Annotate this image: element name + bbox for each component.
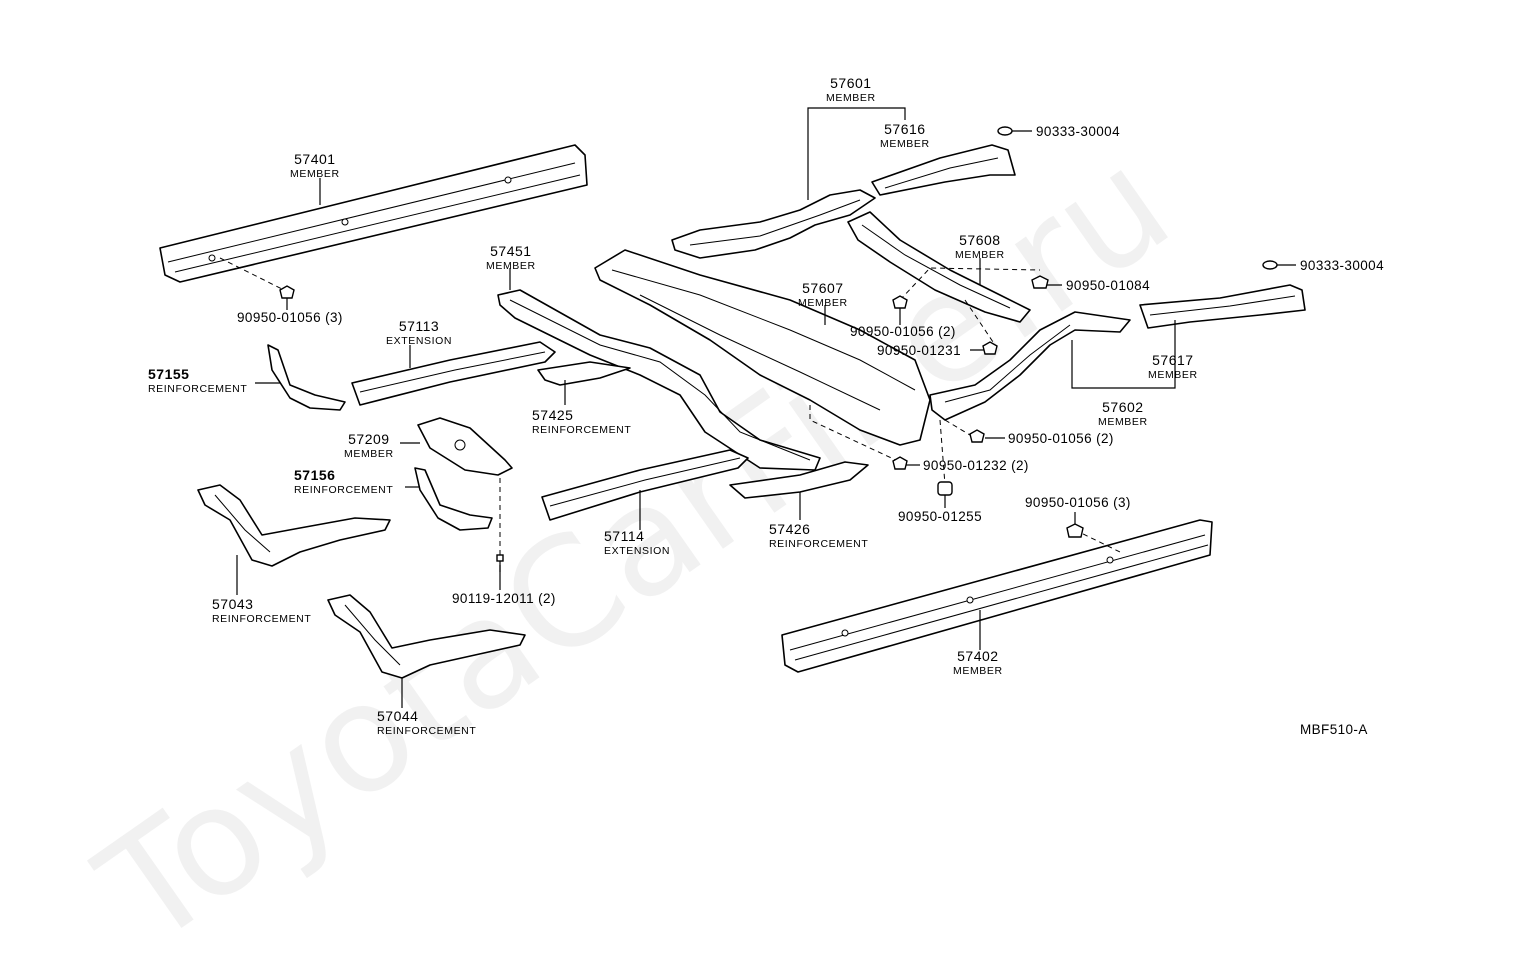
part-57114-drawing	[541, 449, 749, 521]
label-fastener-90119-12011: 90119-12011 (2)	[452, 591, 556, 606]
label-fastener-90950-01056-3-bottom: 90950-01056 (3)	[1025, 495, 1131, 510]
plug-icon	[982, 341, 998, 355]
part-57607-drawing	[594, 249, 931, 446]
plug-icon	[1031, 275, 1049, 289]
part-57426-drawing	[729, 461, 869, 499]
clip-icon	[1262, 260, 1278, 270]
part-57601-drawing	[671, 189, 876, 259]
label-fastener-90950-01231: 90950-01231	[877, 343, 961, 358]
label-fastener-90950-01255: 90950-01255	[898, 509, 982, 524]
diagram-code: MBF510-A	[1300, 722, 1368, 737]
part-57043-drawing	[197, 484, 391, 567]
part-57617-drawing	[1139, 284, 1306, 329]
leader-lines	[236, 107, 1296, 708]
part-57156-drawing	[414, 467, 493, 531]
label-fastener-90950-01056-2-center: 90950-01056 (2)	[850, 324, 956, 339]
part-57616-drawing	[871, 144, 1016, 196]
part-57155-drawing	[267, 344, 346, 411]
part-57425-drawing	[537, 361, 631, 386]
part-57113-drawing	[351, 341, 556, 406]
label-fastener-90950-01056-2-right: 90950-01056 (2)	[1008, 431, 1114, 446]
part-57209-drawing	[417, 417, 513, 476]
plug-icon	[1066, 523, 1084, 538]
part-57402-drawing	[781, 519, 1213, 673]
label-fastener-90950-01232: 90950-01232 (2)	[923, 458, 1029, 473]
fastener-symbols	[279, 126, 1278, 572]
part-57044-drawing	[327, 594, 526, 679]
screw-icon	[496, 554, 504, 572]
plug-icon	[969, 429, 985, 443]
label-fastener-90950-01084: 90950-01084	[1066, 278, 1150, 293]
plug-icon	[937, 481, 953, 496]
plug-icon	[892, 295, 908, 309]
part-57602-drawing	[929, 311, 1131, 421]
part-57608-drawing	[847, 211, 1031, 323]
part-57401-drawing	[159, 144, 588, 283]
label-fastener-90333-30004-upper: 90333-30004	[1036, 124, 1120, 139]
clip-icon	[997, 126, 1013, 136]
label-fastener-90333-30004-right: 90333-30004	[1300, 258, 1384, 273]
plug-icon	[279, 285, 295, 299]
label-fastener-90950-01056-3-left: 90950-01056 (3)	[237, 310, 343, 325]
plug-icon	[892, 456, 908, 470]
